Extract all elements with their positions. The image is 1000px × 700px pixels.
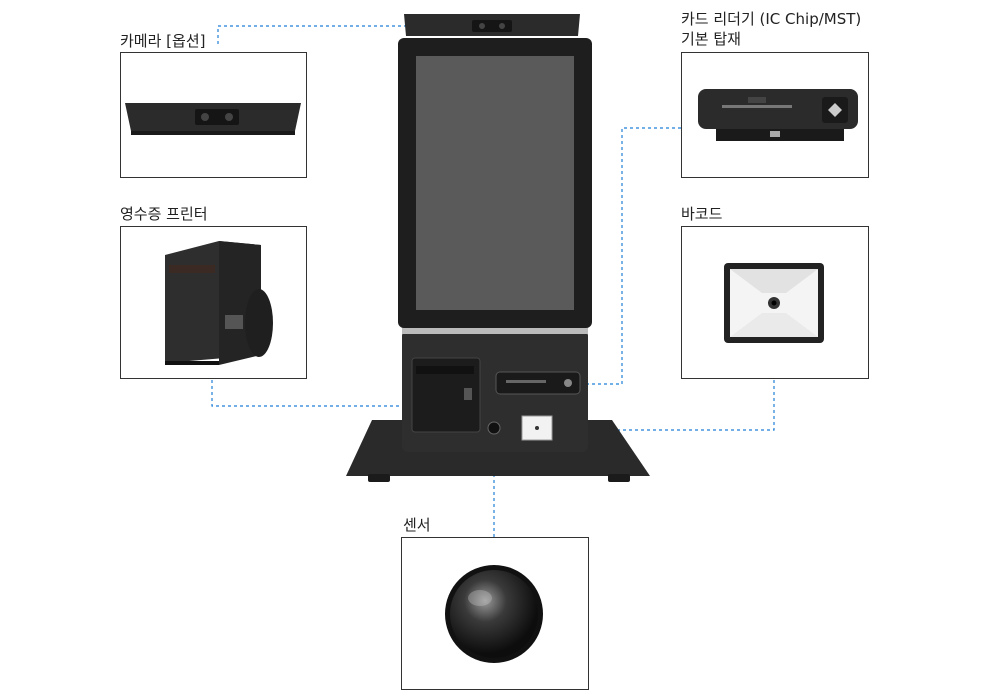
cabinet-barcode	[521, 415, 553, 441]
camera-label: 카메라 [옵션]	[120, 32, 206, 50]
card-reader-leader-line	[572, 127, 681, 385]
printer-slot	[411, 357, 481, 433]
card-reader-label-line2: 기본 탑재	[681, 30, 741, 48]
camera-leader-line	[217, 25, 430, 44]
receipt-printer-label: 영수증 프린터	[120, 205, 208, 223]
receipt-printer-detail-box	[120, 226, 307, 379]
camera-detail-image	[125, 103, 301, 135]
card-reader-label-line1: 카드 리더기 (IC Chip/MST)	[681, 10, 862, 28]
sensor-detail-image	[445, 565, 543, 663]
sensor-detail-box	[401, 537, 589, 690]
kiosk-screen	[416, 56, 574, 310]
cabinet-sensor	[487, 421, 501, 435]
camera-detail-box	[120, 52, 307, 178]
printer-leader-line	[211, 380, 426, 407]
barcode-detail-box	[681, 226, 869, 379]
barcode-leader-line	[544, 380, 775, 431]
sensor-label: 센서	[403, 516, 431, 534]
barcode-detail-image	[724, 263, 824, 343]
card-reader-detail-box	[681, 52, 869, 178]
card-reader-detail-image	[698, 89, 858, 141]
receipt-printer-detail-image	[165, 241, 273, 365]
barcode-label: 바코드	[681, 205, 723, 223]
